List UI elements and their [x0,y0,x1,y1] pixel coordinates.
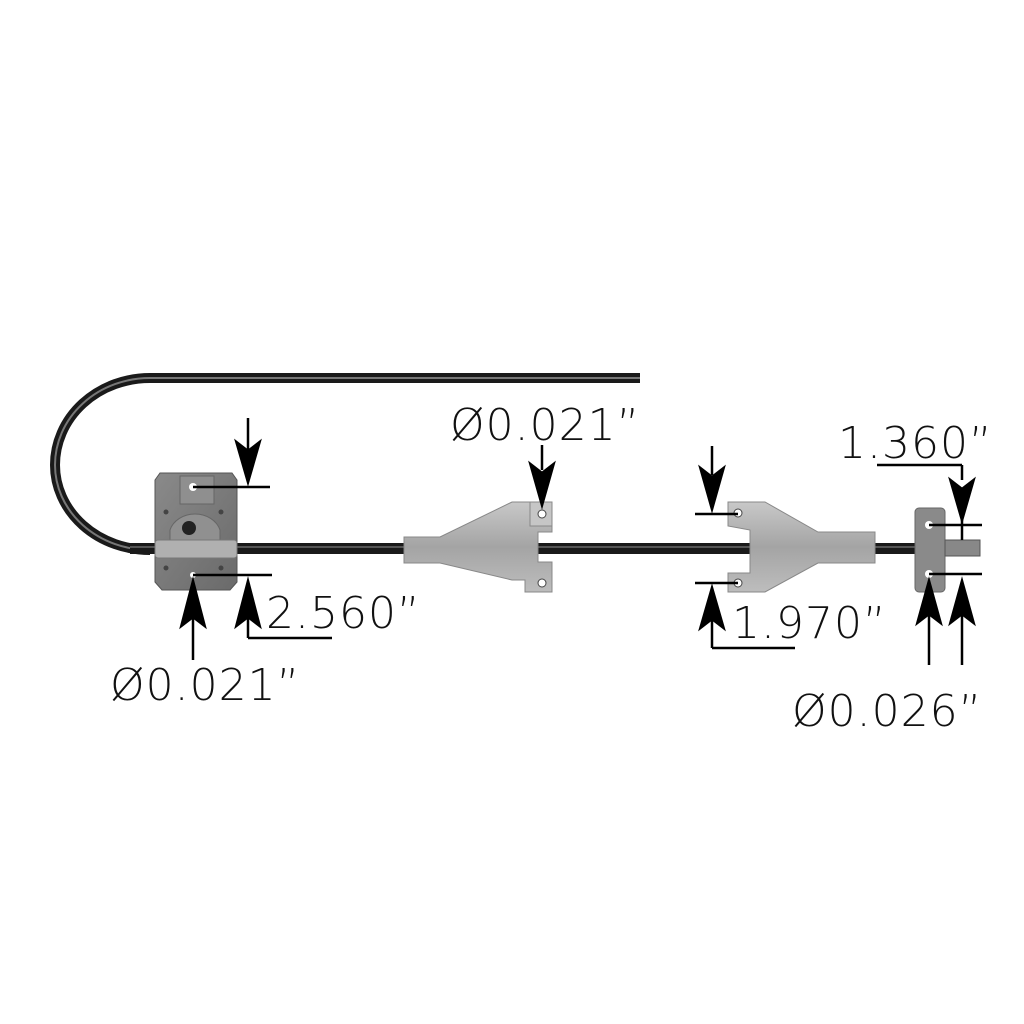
center-top-hole [537,509,547,519]
end-plate [914,507,981,593]
dim-center-spacing: 1.970” [732,598,887,649]
left-mounting-plate [154,472,238,591]
main-cable [130,543,980,554]
center-bottom-hole [537,578,547,588]
dim-center-hole-diameter: Ø0.021” [450,400,641,451]
center-bracket [403,501,553,593]
dimension-lines [179,418,982,665]
cable-loop [49,373,640,555]
right-bracket [727,501,876,593]
dim-right-hole-diameter: Ø0.026” [792,686,983,737]
dim-left-hole-diameter: Ø0.021” [110,660,301,711]
dim-left-spacing: 2.560” [266,588,421,639]
dim-right-spacing: 1.360” [838,418,993,469]
